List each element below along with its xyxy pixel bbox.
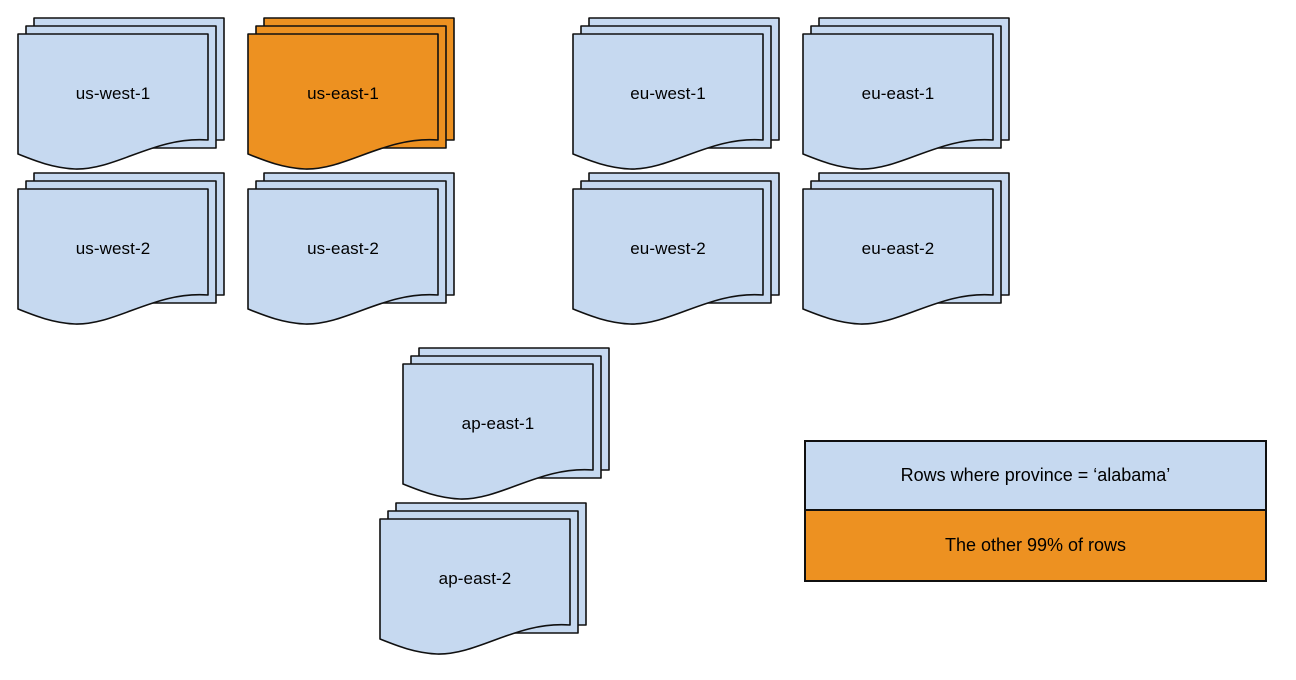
legend-label-blue: Rows where province = ‘alabama’ [900,465,1171,485]
legend-label-orange: The other 99% of rows [944,535,1127,555]
legend-row-blue: Rows where province = ‘alabama’ [806,442,1265,511]
sheet-front [572,33,764,170]
document-stack-shape [572,172,780,325]
document-stack-us-west-2[interactable]: us-west-2 [17,172,228,328]
document-stack-eu-east-2[interactable]: eu-east-2 [802,172,1013,328]
sheet-front [17,33,209,170]
legend-row-orange: The other 99% of rows [806,511,1265,580]
sheet-front [247,33,439,170]
document-stack-eu-west-1[interactable]: eu-west-1 [572,17,783,173]
document-stack-shape [572,17,780,170]
document-stack-shape [247,17,455,170]
document-stack-shape [402,347,610,500]
document-stack-shape [17,17,225,170]
document-stack-shape [802,17,1010,170]
document-stack-shape [802,172,1010,325]
sheet-front [802,33,994,170]
document-stack-shape [379,502,587,655]
document-stack-ap-east-1[interactable]: ap-east-1 [402,347,613,503]
document-stack-eu-east-1[interactable]: eu-east-1 [802,17,1013,173]
document-stack-shape [247,172,455,325]
document-stack-shape [17,172,225,325]
legend-box: Rows where province = ‘alabama’ The othe… [804,440,1267,582]
sheet-front [802,188,994,325]
sheet-front [379,518,571,655]
document-stack-us-east-1[interactable]: us-east-1 [247,17,458,173]
document-stack-ap-east-2[interactable]: ap-east-2 [379,502,590,658]
sheet-front [572,188,764,325]
sheet-front [247,188,439,325]
document-stack-us-west-1[interactable]: us-west-1 [17,17,228,173]
document-stack-eu-west-2[interactable]: eu-west-2 [572,172,783,328]
document-stack-us-east-2[interactable]: us-east-2 [247,172,458,328]
sheet-front [17,188,209,325]
sheet-front [402,363,594,500]
